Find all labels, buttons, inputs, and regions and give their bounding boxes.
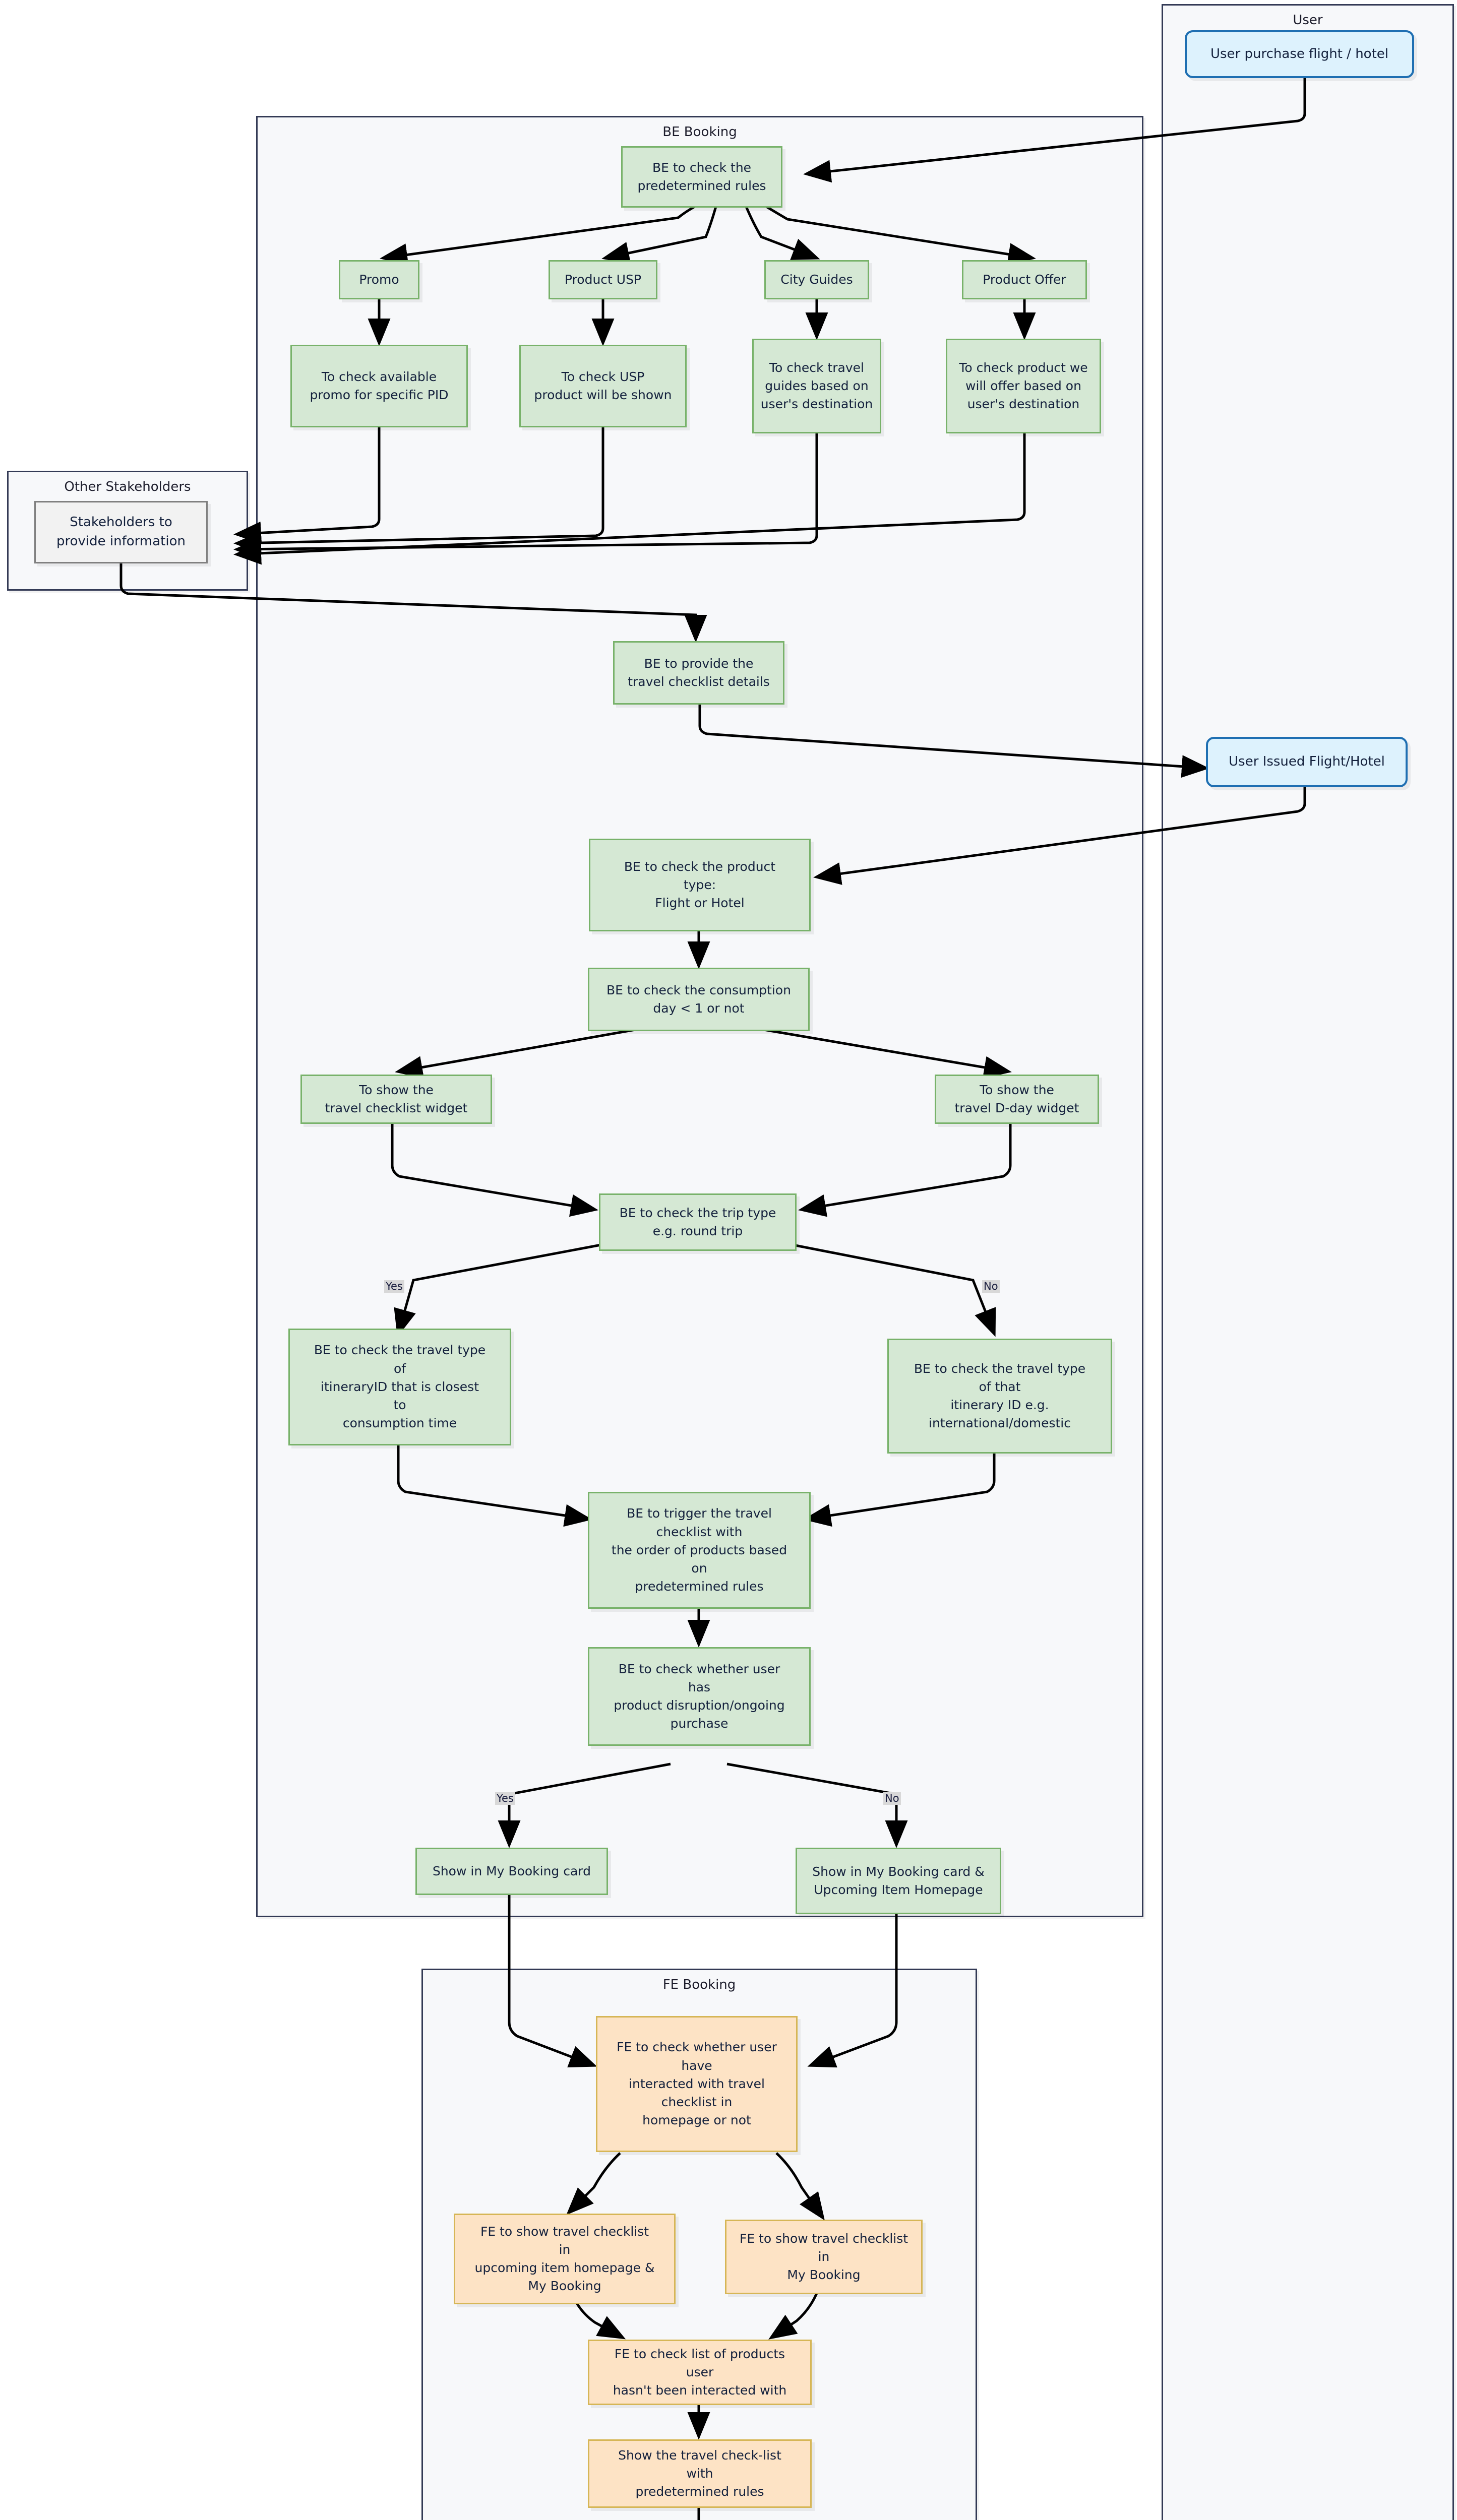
node-fe-show-mybooking[interactable]: FE to show travel checklist in My Bookin…: [725, 2220, 923, 2294]
node-fe-check-interacted[interactable]: FE to check whether user have interacted…: [596, 2016, 798, 2152]
node-user-purchase[interactable]: User purchase flight / hotel: [1185, 30, 1414, 78]
group-be-booking-title: BE Booking: [662, 124, 737, 140]
edge-label-disruption-no: No: [883, 1792, 901, 1805]
node-check-usp[interactable]: To check USP product will be shown: [519, 345, 687, 427]
node-show-my-booking-card[interactable]: Show in My Booking card: [415, 1848, 608, 1895]
group-fe-booking-title: FE Booking: [662, 1977, 736, 1992]
edge-label-trip-yes: Yes: [384, 1280, 404, 1293]
node-user-issued[interactable]: User Issued Flight/Hotel: [1206, 737, 1408, 787]
edge-label-disruption-yes: Yes: [495, 1792, 515, 1805]
node-be-check-disruption[interactable]: BE to check whether user has product dis…: [588, 1647, 811, 1746]
node-show-travel-dday-widget[interactable]: To show the travel D-day widget: [935, 1075, 1099, 1124]
node-be-trigger-checklist[interactable]: BE to trigger the travel checklist with …: [588, 1492, 811, 1609]
node-product-offer[interactable]: Product Offer: [962, 260, 1087, 299]
node-city-guides[interactable]: City Guides: [764, 260, 869, 299]
group-user: User: [1162, 4, 1454, 2520]
node-show-travel-checklist-widget[interactable]: To show the travel checklist widget: [300, 1075, 492, 1124]
node-promo[interactable]: Promo: [339, 260, 419, 299]
node-check-travel-guides[interactable]: To check travel guides based on user's d…: [752, 339, 881, 433]
edge-label-trip-no: No: [982, 1280, 1000, 1293]
node-show-my-booking-upcoming[interactable]: Show in My Booking card & Upcoming Item …: [796, 1848, 1001, 1914]
group-user-title: User: [1293, 13, 1323, 28]
node-check-product-offer[interactable]: To check product we will offer based on …: [946, 339, 1101, 433]
node-show-travel-checklist[interactable]: Show the travel check-list with predeter…: [588, 2439, 812, 2508]
node-be-travel-type-intl[interactable]: BE to check the travel type of that itin…: [887, 1339, 1112, 1454]
node-fe-show-upcoming[interactable]: FE to show travel checklist in upcoming …: [454, 2214, 676, 2304]
node-check-available-promo[interactable]: To check available promo for specific PI…: [290, 345, 468, 427]
node-product-usp[interactable]: Product USP: [549, 260, 657, 299]
node-be-provide-details[interactable]: BE to provide the travel checklist detai…: [613, 641, 784, 705]
node-stakeholders-provide-info[interactable]: Stakeholders to provide information: [34, 501, 208, 563]
node-be-check-product-type[interactable]: BE to check the product type: Flight or …: [589, 839, 811, 931]
node-be-check-consumption[interactable]: BE to check the consumption day < 1 or n…: [588, 968, 810, 1031]
node-be-check-rules[interactable]: BE to check the predetermined rules: [621, 146, 782, 208]
node-fe-check-products[interactable]: FE to check list of products user hasn't…: [588, 2340, 812, 2405]
group-other-stakeholders-title: Other Stakeholders: [64, 479, 191, 494]
node-be-travel-type-closest[interactable]: BE to check the travel type of itinerary…: [288, 1329, 511, 1445]
node-be-check-trip-type[interactable]: BE to check the trip type e.g. round tri…: [599, 1193, 797, 1251]
